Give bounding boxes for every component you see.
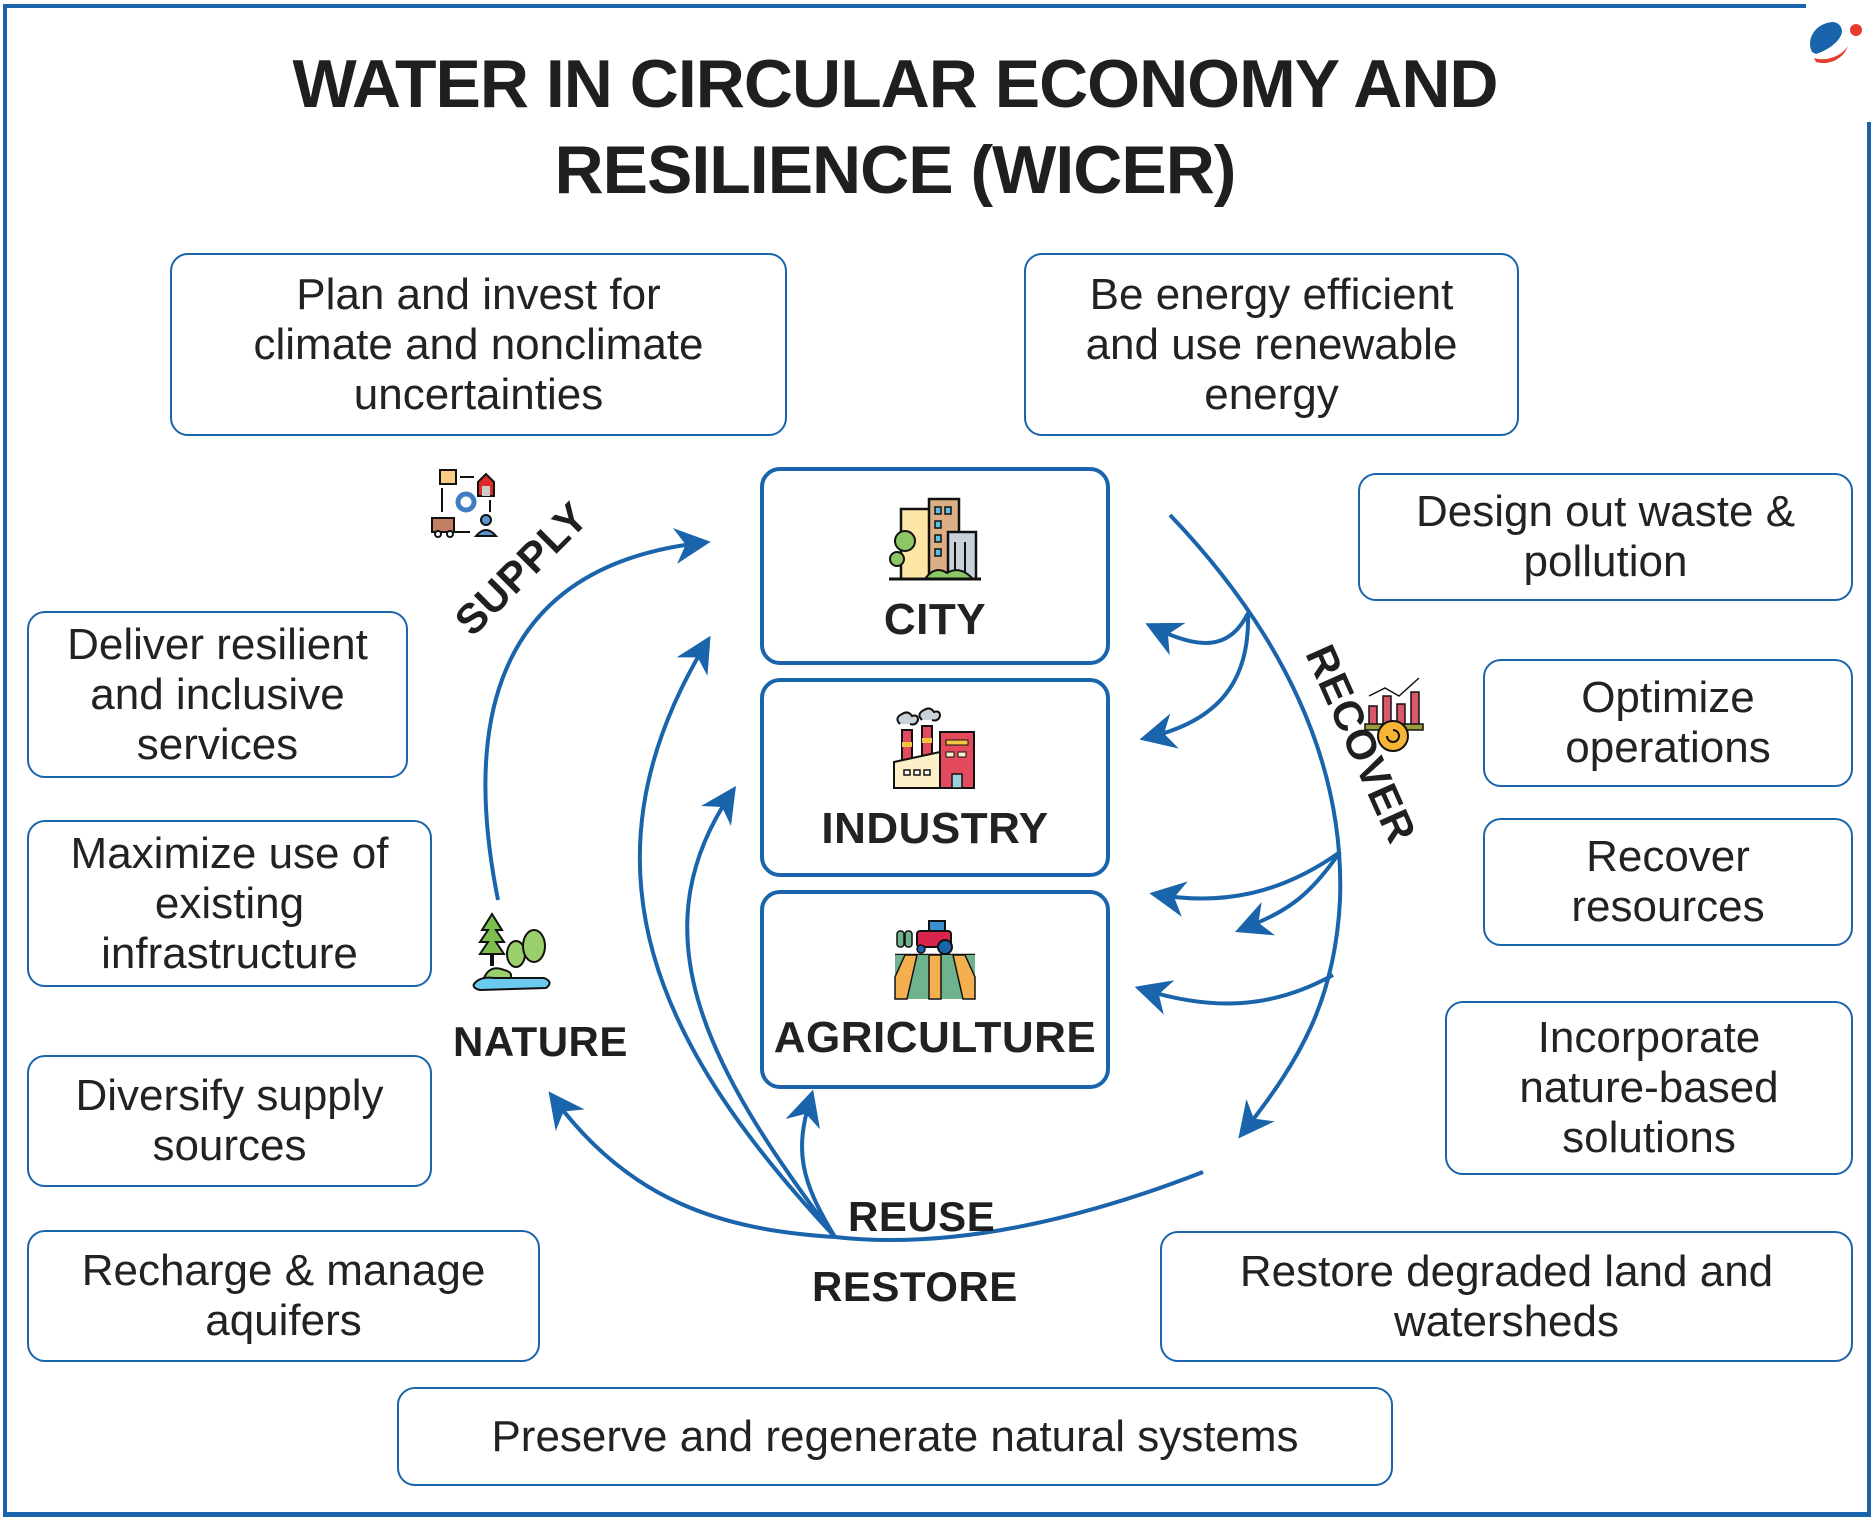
factory-icon [893, 706, 975, 789]
frame-border-left [3, 4, 7, 1517]
frame-border-top [3, 4, 1806, 8]
label-nature: NATURE [453, 1018, 628, 1065]
city-buildings-icon [889, 497, 981, 581]
reuse-to-city-arrow [637, 635, 837, 1239]
recover-arc [1168, 513, 1343, 1139]
node-agriculture-label: AGRICULTURE [773, 1012, 1097, 1062]
forest-lake-icon [472, 912, 551, 992]
recover-to-agriculture-arrow-2 [1134, 973, 1334, 1015]
supply-arrow [483, 528, 711, 901]
recover-to-city-arrow-1 [1145, 612, 1250, 656]
brand-logo-icon [1810, 22, 1862, 64]
page-title-line1: WATER IN CIRCULAR ECONOMY AND [292, 46, 1498, 122]
page-title-line2: RESILIENCE (WICER) [554, 132, 1237, 208]
recover-to-industry-arrow-1 [1139, 612, 1251, 749]
recover-to-industry-arrow-2 [1149, 850, 1342, 917]
reuse-to-industry-arrow [685, 786, 837, 1239]
restore-to-nature-arrow [548, 1091, 836, 1239]
node-industry-label: INDUSTRY [821, 803, 1049, 853]
supply-chain-icon [431, 469, 499, 538]
optimization-chart-icon [1364, 677, 1424, 752]
principle-design-out-waste: Design out waste &pollution [1358, 473, 1853, 601]
reuse-to-agriculture-arrow [785, 1089, 837, 1239]
recover-to-agriculture-arrow-1 [1234, 850, 1342, 936]
label-reuse: REUSE [848, 1193, 996, 1240]
frame-border-right [1867, 122, 1871, 1517]
node-city: CITY [760, 467, 1110, 665]
principle-preserve-natural-systems: Preserve and regenerate natural systems [397, 1387, 1393, 1486]
restore-arc [834, 1170, 1204, 1243]
label-restore: RESTORE [812, 1263, 1018, 1310]
tractor-field-icon [894, 919, 976, 1000]
frame-border-bottom [3, 1512, 1871, 1517]
node-agriculture: AGRICULTURE [760, 890, 1110, 1089]
node-city-label: CITY [883, 595, 987, 644]
node-industry: INDUSTRY [760, 678, 1110, 877]
